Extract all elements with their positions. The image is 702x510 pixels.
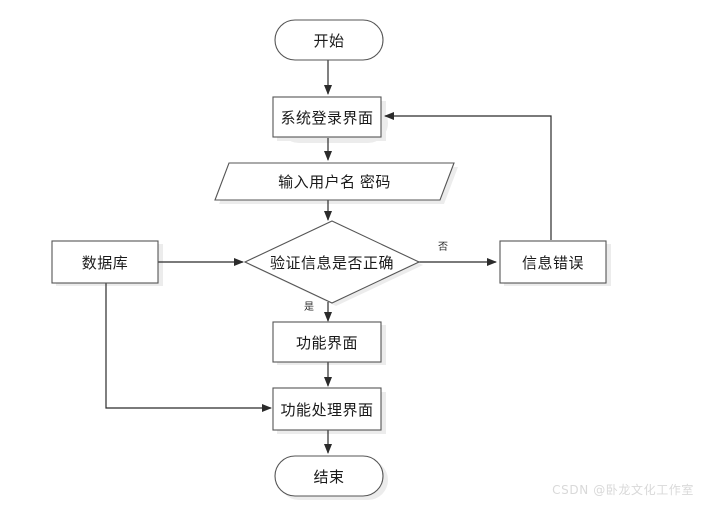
edge-label-no: 否 [438,242,448,253]
watermark-text: CSDN @卧龙文化工作室 [552,483,694,497]
node-outlines [51,19,607,497]
node-error-shape [499,240,607,284]
node-login-shape [272,96,382,138]
node-input-shape [214,162,455,201]
node-verify-shape [243,220,421,304]
node-start-shape [274,19,384,61]
node-feature-shape [272,321,382,363]
edge-label-yes: 是 [304,302,314,313]
node-featureproc-shape [272,387,382,431]
node-database-shape [51,240,159,284]
node-end-shape [274,455,384,497]
connectors [105,60,552,454]
